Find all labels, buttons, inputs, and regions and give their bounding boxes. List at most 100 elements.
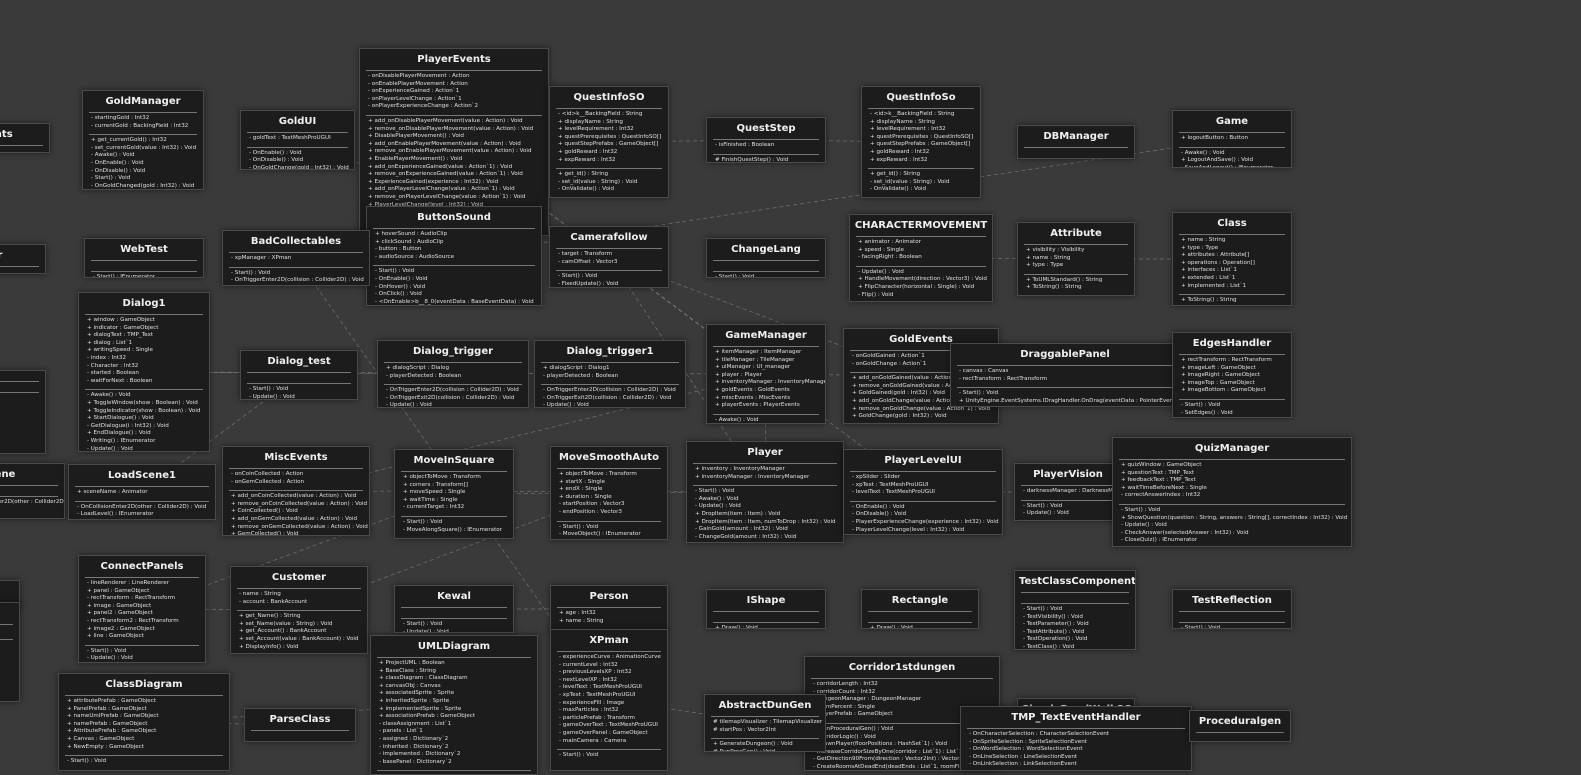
method-row: - Writing() : IEnumerator <box>87 437 156 444</box>
method-row: - OnDisable() : Void <box>91 167 146 174</box>
class-box-class[interactable]: Class+ name : String+ type : Type+ attri… <box>1172 212 1292 306</box>
class-box-constants[interactable]: stants <box>0 123 50 153</box>
class-box-partial-left-2[interactable]: ing) : VoidBoolean) : Voidlean) : Voidid <box>0 370 46 454</box>
field-row: + corners : Transform[] <box>403 481 468 488</box>
class-box-quest-info-so-1[interactable]: QuestInfoSO- <id>k__BackingField : Strin… <box>549 86 669 198</box>
class-box-tmp-text-event-handler[interactable]: TMP_TextEventHandler- OnCharacterSelecti… <box>960 706 1192 771</box>
class-box-game[interactable]: Game+ logoutButton : Button- Awake() : V… <box>1172 110 1292 168</box>
field-row: + itemManager : ItemManager <box>715 349 802 355</box>
class-box-misc-events[interactable]: MiscEvents- onCoinCollected : Action- on… <box>222 446 370 536</box>
class-box-character-movement[interactable]: CHARACTERMOVEMENT+ animator : Animator+ … <box>849 214 993 302</box>
class-box-class-diagram[interactable]: ClassDiagram+ attributePrefab : GameObje… <box>58 673 230 771</box>
field-row: + attributes : Attribute[] <box>1181 252 1250 259</box>
class-box-quest-step[interactable]: QuestStep- isFinished : Boolean# FinishQ… <box>706 117 826 163</box>
class-box-player-vision[interactable]: PlayerVision - darknessManager : Darkness… <box>1014 463 1122 521</box>
class-box-bad-collectables[interactable]: BadCollectables- xpManager : XPman- Star… <box>222 230 370 286</box>
class-box-quiz-manager[interactable]: QuizManager+ quizWindow : GameObject+ qu… <box>1112 437 1352 547</box>
field-row: + panel : GameObject <box>87 587 150 594</box>
class-box-game-manager[interactable]: GameManager+ itemManager : ItemManager+ … <box>706 324 826 424</box>
class-box-attribute[interactable]: Attribute+ visibility : Visibility+ name… <box>1017 222 1135 296</box>
class-box-connect-panels[interactable]: ConnectPanels- lineRenderer : LineRender… <box>78 555 206 663</box>
fields-section: + ProjectUML : Boolean+ BaseClass : Stri… <box>377 657 531 768</box>
class-box-move-in-square[interactable]: MoveInSquare+ objectToMove : Transform+ … <box>394 449 514 539</box>
class-box-gold-ui[interactable]: GoldUI- goldText : TextMeshProUGUI- OnEn… <box>240 110 355 170</box>
methods-section: # FinishQuestStep() : Void <box>713 153 819 162</box>
field-row: + speed : Single <box>858 246 905 253</box>
class-box-player-level-ui[interactable]: PlayerLevelUI- xpSlider : Slider- xpText… <box>843 449 1003 535</box>
class-box-person[interactable]: Person+ age : Int32+ name : String <box>550 585 668 633</box>
class-box-dialog-trigger1[interactable]: Dialog_trigger1+ dialogScript : Dialog1-… <box>534 340 686 408</box>
class-box-procedural-gen[interactable]: Proceduralgen <box>1189 710 1291 742</box>
method-row: - OnTriggerEnter2D(collision : Collider2… <box>386 387 519 394</box>
class-box-gold-manager[interactable]: GoldManager- startingGold : Int32- curre… <box>82 90 204 190</box>
class-box-db-manager[interactable]: DBManager <box>1017 125 1135 159</box>
methods-section <box>251 741 349 742</box>
field-row: - waitForNext : Boolean <box>87 377 153 384</box>
class-box-customer[interactable]: Customer- name : String- account : BankA… <box>230 566 368 654</box>
class-box-camera-follow[interactable]: Camerafollow- target : Transform- camOff… <box>549 226 669 288</box>
class-box-xp-man[interactable]: XPman- experienceCurve : AnimationCurve-… <box>550 629 668 771</box>
class-box-edges-handler[interactable]: EdgesHandler+ rectTransform : RectTransf… <box>1172 332 1292 418</box>
method-row: - Update() : Void <box>543 402 589 408</box>
method-row: - OnTriggerExit2D(collision : Collider2D… <box>386 394 515 401</box>
fields-section: - onDisablePlayerMovement : Action- onEn… <box>366 70 542 113</box>
class-box-rectangle[interactable]: Rectangle+ Draw() : Void <box>861 589 979 629</box>
class-name: Dialog_trigger <box>412 346 494 357</box>
field-row: - account : BankAccount <box>239 598 308 605</box>
method-row: + get_id() : String <box>870 171 921 178</box>
class-box-draggable-panel[interactable]: DraggablePanel- canvas : Canvas- rectTra… <box>950 343 1180 407</box>
class-box-player[interactable]: Player+ inventory : InventoryManager+ in… <box>686 441 844 543</box>
class-box-scene[interactable]: ene- OnCollisionEnter2D(other : Collider… <box>0 463 65 519</box>
fields-section: - canvas : Canvas- rectTransform : RectT… <box>957 365 1173 385</box>
field-row: + interfaces : List`1 <box>1181 267 1237 274</box>
methods-section: - Start() : Void+ ShowQuestion(question … <box>1119 503 1347 546</box>
fields-section: + logoutButton : Button <box>1179 132 1285 145</box>
method-row: id <box>0 418 39 426</box>
class-name: PlayerVision <box>1033 469 1103 480</box>
class-box-dialog1[interactable]: Dialog1+ window : GameObject+ indicator … <box>78 292 210 452</box>
fields-section: - darknessManager : DarknessManager <box>1021 485 1121 498</box>
class-box-quest-info-so-2[interactable]: QuestInfoSo- <id>k__BackingField : Strin… <box>861 86 981 198</box>
class-box-button-sound[interactable]: ButtonSound+ hoverSound : AudioClip+ cli… <box>366 206 542 306</box>
class-box-ishape[interactable]: IShape+ Draw() : Void <box>706 589 826 629</box>
fields-section <box>713 260 819 269</box>
field-row: - button : Button <box>375 246 422 253</box>
class-box-change-lang[interactable]: ChangeLang- Start() : Void <box>706 238 826 278</box>
class-box-dialog-trigger[interactable]: Dialog_trigger+ dialogScript : Dialog- p… <box>377 340 529 408</box>
class-box-parse-class[interactable]: ParseClass <box>244 708 356 742</box>
class-name: PlayerEvents <box>417 54 491 65</box>
class-box-kewal[interactable]: Kewal- Start() : Void- Update() : Void <box>394 585 514 633</box>
class-box-web-test[interactable]: WebTest- Start() : IEnumerator <box>84 238 204 278</box>
method-row: - nTransform2 <box>0 649 13 657</box>
class-box-uml-diagram[interactable]: UMLDiagram+ ProjectUML : Boolean+ BaseCl… <box>370 635 538 775</box>
fields-section: + hoverSound : AudioClip+ clickSound : A… <box>373 228 535 263</box>
class-box-test-class-components[interactable]: TestClassComponents- Start() : Void- Tes… <box>1014 570 1136 650</box>
field-row: + nameUmlPrefab : GameObject <box>67 713 159 720</box>
field-row: + dialogScript : Dialog1 <box>543 365 610 371</box>
field-row: + startX : Single <box>559 478 605 485</box>
field-row: - currentTarget : Int32 <box>403 504 465 511</box>
class-box-move-smooth-auto[interactable]: MoveSmoothAuto+ objectToMove : Transform… <box>550 446 668 540</box>
class-box-abstract-dun-gen[interactable]: AbstractDunGen# tilemapVisualizer : Tile… <box>704 694 826 752</box>
fields-section: - <id>k__BackingField : String+ displayN… <box>868 108 974 166</box>
methods-section: - Start() : Void <box>65 755 223 768</box>
methods-section: nTransform- nTransform2 <box>0 638 13 659</box>
methods-section: - Update() : Void+ HandleMovement(direct… <box>856 265 987 301</box>
methods-section: - OnTriggerEnter2D(collision : Collider2… <box>541 384 679 408</box>
methods-section: - OnCollisionEnter2D(other : Collider2D)… <box>75 500 209 519</box>
methods-section: - Start() : Void <box>557 749 661 762</box>
fields-section: + dialogScript : Dialog1- playerDetected… <box>541 362 679 382</box>
method-row: - PlayerLevelChange(level : Int32) : Voi… <box>852 526 965 533</box>
field-row: - inherited : Dictionary`2 <box>379 743 449 750</box>
field-row: + animator : Animator <box>858 239 921 245</box>
method-row: - PlayerExperienceChange(experience : In… <box>852 518 999 525</box>
field-row: - roomPercent : Single <box>813 703 875 710</box>
class-box-partial-left-1[interactable]: geranager <box>0 244 46 274</box>
method-row: + remove_onEnablePlayerMovement(value : … <box>368 148 532 155</box>
class-box-dialog-test[interactable]: Dialog_test- Start() : Void- Update() : … <box>240 350 358 400</box>
class-box-load-scene1[interactable]: LoadScene1+ sceneName : Animator- OnColl… <box>68 464 216 520</box>
methods-section: - Start() : Void- Update() : Void <box>401 618 507 632</box>
class-box-n-line[interactable]: nLine- aseRenderernTransform- nTransform… <box>0 602 20 702</box>
class-box-test-reflection[interactable]: TestReflection- Start() : Void <box>1172 589 1292 629</box>
